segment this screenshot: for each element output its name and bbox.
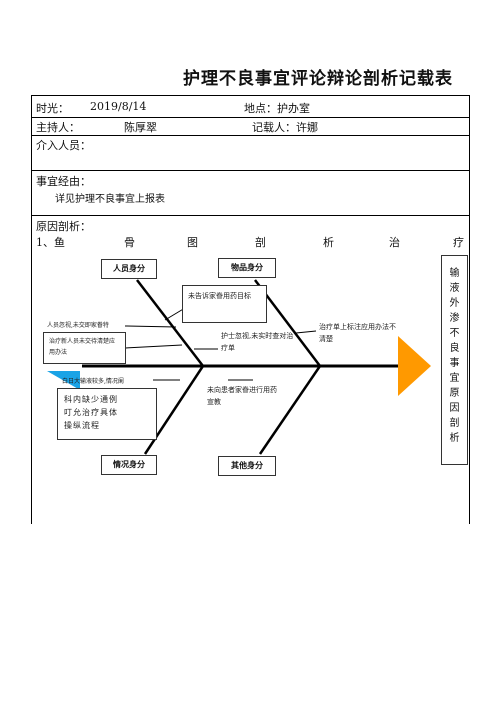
cause-text: 科内缺少通例叮允治疗具体操纵流程 xyxy=(64,395,118,430)
category-people: 人员身分 xyxy=(101,259,157,279)
bone-people xyxy=(136,279,204,367)
process-label: 事宜经由： xyxy=(36,175,91,188)
process-value: 详见护理不良事宜上报表 xyxy=(55,194,165,205)
method-char: 1、鱼 xyxy=(36,236,65,249)
cause-arrow xyxy=(295,330,317,334)
row-divider xyxy=(32,170,469,171)
recorder-field: 记载人：许娜 xyxy=(252,121,318,134)
cause-text: 护士忽视,未实时查对治疗单 xyxy=(221,332,294,352)
record-table: 时光： 2019/8/14 地点：护办室 主持人： 陈厚翠 记载人：许娜 介入人… xyxy=(31,95,470,524)
fishbone-head xyxy=(398,336,431,396)
row-divider xyxy=(32,135,469,136)
row-divider xyxy=(32,117,469,118)
head-label-text: 输液外渗不良事宜原因剖析 xyxy=(449,268,460,444)
category-situation: 情况身分 xyxy=(101,455,157,475)
page-title: 护理不良事宜评论辩论剖析记载表 xyxy=(183,69,453,89)
bone-other xyxy=(258,365,322,455)
cause-arrow xyxy=(124,344,183,349)
participants-label: 介入人员： xyxy=(36,139,91,152)
host-label: 主持人： xyxy=(36,121,80,134)
time-label: 时光： xyxy=(36,102,69,115)
cause-box: 治疗新人员未交待清楚应用办法 xyxy=(43,332,126,364)
fishbone-head-label: 输液外渗不良事宜原因剖析 xyxy=(441,255,468,465)
cause-arrow xyxy=(124,325,177,328)
host-value: 陈厚翠 xyxy=(124,121,157,134)
cause-text: 白日大输液较多,情况阑 xyxy=(62,378,124,385)
method-char: 治 xyxy=(389,236,400,249)
category-other: 其他身分 xyxy=(218,456,276,476)
cause-text: 治疗新人员未交待清楚应用办法 xyxy=(49,338,116,356)
cause-box: 科内缺少通例叮允治疗具体操纵流程 xyxy=(57,388,157,440)
cause-text: 未向患者家眷进行用药宣教 xyxy=(207,386,277,406)
cause-text: 治疗单上标注应用办法不清楚 xyxy=(319,323,396,343)
fishbone-tail xyxy=(47,371,80,390)
cause-box: 未告诉家眷用药目标 xyxy=(182,285,267,323)
method-char: 骨 xyxy=(124,236,135,249)
row-divider xyxy=(32,215,469,216)
analysis-label: 原因剖析： xyxy=(36,220,91,233)
time-value: 2019/8/14 xyxy=(90,100,147,113)
cause-text: 未告诉家眷用药目标 xyxy=(188,292,251,300)
category-goods: 物品身分 xyxy=(218,258,276,278)
method-char: 剖 xyxy=(255,236,266,249)
method-char: 图 xyxy=(187,236,198,249)
method-char: 析 xyxy=(323,236,334,249)
place-field: 地点：护办室 xyxy=(244,102,310,115)
method-char: 疗 xyxy=(453,236,464,249)
cause-text: 人员忽视,未交即家眷特 xyxy=(47,322,109,329)
